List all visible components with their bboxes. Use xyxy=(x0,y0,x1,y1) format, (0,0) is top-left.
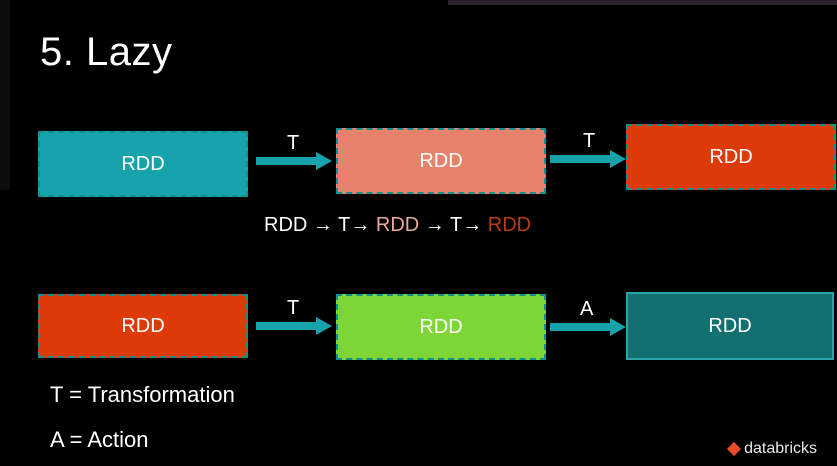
row1-rdd-box-3: RDD xyxy=(626,124,836,190)
row2-rdd-box-2: RDD xyxy=(336,294,546,360)
sequence-arrow-2: → xyxy=(419,214,450,236)
sequence-rdd-2: RDD xyxy=(375,214,420,236)
row2-arrow-label-1: T xyxy=(287,297,300,319)
row1-arrow-label-2: T xyxy=(583,130,596,152)
row1-arrow-label-1: T xyxy=(287,132,300,154)
row2-arrow-icon-2 xyxy=(550,318,626,336)
row1-rdd-label-3: RDD xyxy=(709,145,753,168)
row1-rdd-box-2: RDD xyxy=(336,128,546,194)
left-edge-panel xyxy=(0,0,10,190)
sequence-rdd-1: RDD xyxy=(264,214,308,236)
databricks-logo-icon xyxy=(727,441,742,457)
row2-rdd-label-1: RDD xyxy=(121,314,165,337)
row2-rdd-box-3: RDD xyxy=(626,292,834,360)
row2-arrow-label-2: A xyxy=(580,298,594,320)
row1-arrow-icon-1 xyxy=(256,152,332,170)
row1-rdd-label-1: RDD xyxy=(121,152,165,175)
sequence-rdd-3: RDD xyxy=(487,214,532,236)
row1-rdd-box-1: RDD xyxy=(38,131,248,197)
row1-rdd-label-2: RDD xyxy=(419,149,463,172)
row2-rdd-box-1: RDD xyxy=(38,294,248,358)
brand-text: databricks xyxy=(744,440,817,457)
databricks-brand: databricks xyxy=(727,440,817,458)
top-accent-bar xyxy=(448,0,837,5)
sequence-arrow-1: → xyxy=(307,214,339,236)
row2-rdd-label-2: RDD xyxy=(419,315,463,338)
sequence-t-2: T→ xyxy=(450,214,488,236)
legend-transformation: T = Transformation xyxy=(50,382,235,407)
legend-action: A = Action xyxy=(50,427,149,452)
slide-title: 5. Lazy xyxy=(40,30,173,74)
sequence-t-1: T→ xyxy=(338,214,376,236)
lineage-sequence: RDD → T→ RDD → T→ RDD xyxy=(264,214,531,237)
row1-arrow-icon-2 xyxy=(550,150,626,168)
row2-arrow-icon-1 xyxy=(256,317,332,335)
row2-rdd-label-3: RDD xyxy=(708,314,752,337)
